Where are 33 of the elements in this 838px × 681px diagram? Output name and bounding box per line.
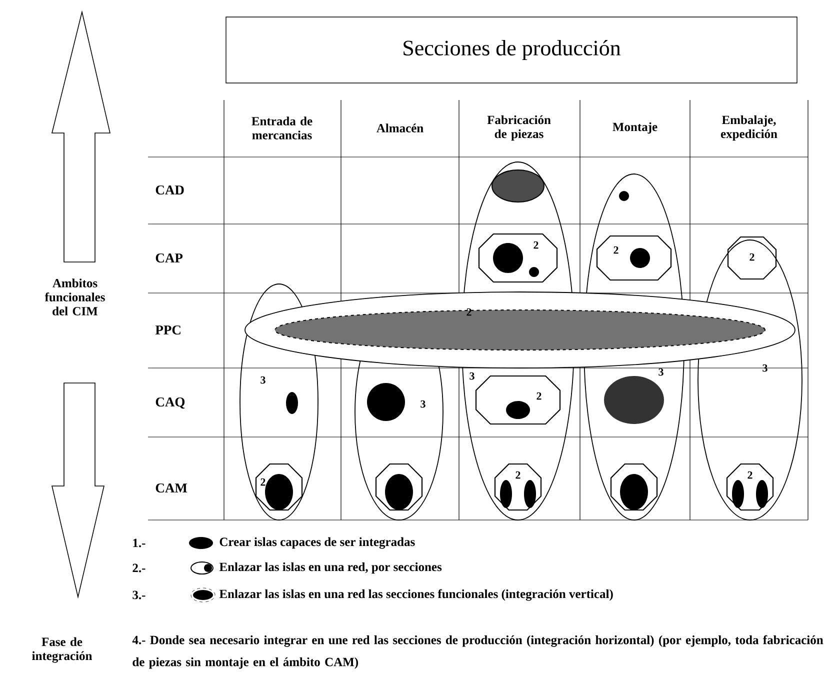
handwritten-number: 2 <box>614 246 618 254</box>
list-number: 2.- <box>132 564 146 572</box>
handwritten-number: 2 <box>466 308 472 316</box>
column-header: Entrada de mercancias <box>252 116 312 140</box>
handwritten-number: 2 <box>534 241 538 249</box>
list-number: 1.- <box>133 538 146 548</box>
legend-text: Enlazar las islas en una red las secciones funcionales (integración vertical) <box>219 589 613 601</box>
list-number: 3.- <box>132 590 146 600</box>
handwritten-number: 2 <box>536 392 542 400</box>
column-header: Almacén <box>376 124 424 132</box>
handwritten-number: 3 <box>260 376 266 384</box>
handwritten-number: 3 <box>658 368 664 376</box>
handwritten-number: 2 <box>516 471 520 479</box>
handwritten-number: 3 <box>420 400 426 408</box>
row-label: CAQ <box>156 397 185 409</box>
note-text: 4.- Donde sea necesario integrar en une red las secciones de producción (integración horizontal) (por ejemplo, toda fabricación de piezas sin montaje en el ámbito CAM) <box>132 635 824 669</box>
handwritten-number: 3 <box>762 364 768 372</box>
row-label: CAD <box>156 185 184 195</box>
handwritten-number: 3 <box>470 372 474 380</box>
handwritten-number: 2 <box>260 478 266 486</box>
row-label: CAP <box>156 253 183 263</box>
column-header: Fabricación de piezas <box>487 115 551 141</box>
column-header: Embalaje, expedición <box>720 115 778 141</box>
axis-label: Ambitos funcionales del CIM <box>44 278 105 316</box>
row-label: PPC <box>155 325 180 335</box>
handwritten-number: 2 <box>748 471 752 479</box>
row-label: CAM <box>156 483 188 493</box>
legend-text: Crear islas capaces de ser integradas <box>220 537 415 549</box>
axis-label: Fase de integración <box>32 637 92 663</box>
title-box: Secciones de producción <box>226 16 798 84</box>
handwritten-number: 2 <box>750 253 754 261</box>
column-header: Montaje <box>612 122 658 134</box>
legend-text: Enlazar las islas en una red, por secciones <box>219 562 442 574</box>
